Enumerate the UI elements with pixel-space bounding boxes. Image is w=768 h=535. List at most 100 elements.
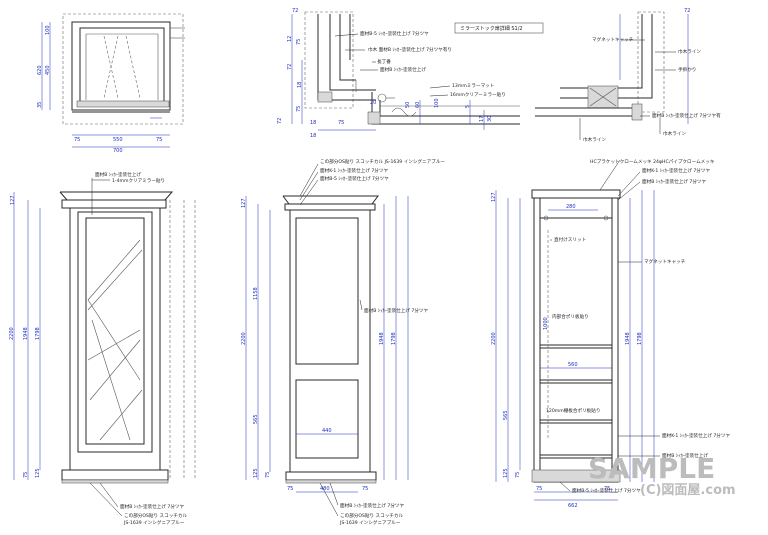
panel-dim: 480 [320, 486, 330, 492]
front-dim: 1948 [23, 327, 29, 340]
plan-dim: 35 [37, 102, 43, 108]
section-note: 長丁番 [377, 58, 391, 65]
front-note: JS-1639 インシグニアブルー [123, 519, 185, 526]
section-dim: 60 [415, 102, 421, 108]
section-dim: 100 [434, 98, 440, 108]
interior-dim: 75 [515, 472, 521, 478]
plan-dim: 550 [113, 137, 123, 143]
interior-note: マグネットキャッチ [644, 258, 686, 265]
panel-dim: 440 [322, 428, 332, 434]
panel-dim: 125 [253, 468, 259, 478]
section-note: 13mmミラーマット [452, 83, 494, 89]
panel-note: 面材B-5 ｼｯｶｰ塗装仕上げ 7分ツヤ [320, 175, 389, 182]
interior-dim: 1798 [637, 332, 643, 345]
interior-dim: 662 [568, 503, 578, 509]
panel-dim: 2200 [241, 332, 247, 345]
panel-dim: 75 [287, 486, 293, 492]
front-dim: 1798 [35, 327, 41, 340]
front-note: この部分OS貼り スコッチカル [124, 512, 188, 519]
panel-door-elevation: 127 1798 1948 2200 1158 565 125 75 440 7… [241, 158, 445, 526]
interior-dim: 560 [568, 362, 578, 368]
section-detail-left: 72 12 72 18 75 75 20 60 5 17 30 18 75 72… [277, 8, 544, 139]
front-note: 面材B ｼｯｶｰ塗装仕上げ [95, 171, 141, 178]
section-dim: 18 [297, 82, 303, 88]
section-dim: 12 [287, 36, 293, 42]
interior-dim: 75 [536, 486, 542, 492]
plan-dim: 700 [113, 148, 123, 154]
interior-dim: 75 [604, 486, 610, 492]
section-dim: 18 [310, 120, 316, 126]
section-note: 手掛かり [678, 66, 696, 73]
front-elevation-mirror: 127 1798 1948 2200 125 75 面材B ｼｯｶｰ塗装仕上げ … [9, 171, 196, 526]
interior-note: 面材B ｼｯｶｰ塗装仕上げ [662, 452, 708, 459]
interior-dim: 127 [491, 192, 497, 202]
interior-note: 面材K-1 ｼｯｶｰ塗装仕上げ 7分ツヤ [642, 167, 710, 174]
section-dim: 30 [487, 116, 493, 122]
interior-dim: 1948 [625, 332, 631, 345]
section-dim: 75 [296, 39, 302, 45]
panel-dim: 75 [362, 486, 368, 492]
plan-dim: 75 [156, 137, 162, 143]
panel-dim: 75 [265, 472, 271, 478]
section-dim: 72 [292, 8, 298, 14]
section-note: 巾木ライン [678, 48, 701, 55]
section-note: 面材B ｼｯｶｰ塗装仕上げ 7分ツヤ有 [652, 112, 721, 119]
interior-note: 120mm棚板合ポリ板貼り [546, 407, 600, 414]
interior-dim: 565 [503, 410, 509, 420]
section-dim: 75 [338, 120, 344, 126]
panel-dim: 1158 [253, 287, 259, 300]
plan-dim: 450 [45, 65, 51, 75]
section-note: 16mmクリアーミラー貼り [450, 91, 506, 98]
plan-view: 100 620 450 35 550 700 75 75 [37, 13, 185, 154]
section-note: 面材B-5 ｼｯｶｰ塗装仕上げ 7分ツヤ [360, 30, 429, 37]
section-dim: 18 [310, 133, 316, 139]
panel-note: 面材K-1 ｼｯｶｰ塗装仕上げ 7分ツヤ [320, 167, 388, 174]
panel-dim: 565 [253, 414, 259, 424]
copyright-watermark: (C)図面屋.com [640, 483, 736, 498]
interior-note: 内部合ポリ板貼り [552, 313, 589, 320]
interior-dim: 1000 [543, 317, 549, 330]
section-note: 巾木ライン [663, 130, 686, 137]
section-note: 巾木 面材B ｼｯｶｰ塗装仕上げ 7分ツヤ有り [368, 46, 452, 53]
panel-dim: 1798 [391, 332, 397, 345]
interior-dim: 125 [503, 468, 509, 478]
section-dim: 72 [684, 8, 690, 14]
panel-note: 面材B ｼｯｶｰ塗装仕上げ 7分ツヤ [340, 502, 405, 509]
section-dim: 17 [479, 116, 485, 122]
interior-note: 直付けスリット [554, 236, 586, 243]
front-dim: 127 [10, 195, 16, 205]
front-dim: 75 [23, 472, 29, 478]
panel-note: この部分OS貼り スコッチカル JS-1639 インシグニアブルー [320, 158, 445, 165]
front-dim: 125 [35, 468, 41, 478]
section-dim: 72 [277, 118, 283, 124]
sample-watermark: SAMPLE [588, 452, 715, 485]
section-dim: 50 [405, 102, 411, 108]
section-note: 巾木ライン [583, 136, 606, 143]
interior-note: HCブラケットクロームメッキ 24φHCパイプクロームメッキ [590, 158, 715, 165]
panel-dim: 1948 [379, 332, 385, 345]
interior-note: 面材B ｼｯｶｰ塗装仕上げ 7分ツヤ [642, 178, 707, 185]
panel-note: 面材B ｼｯｶｰ塗装仕上げ 7分ツヤ [364, 307, 429, 314]
section-dim: 20 [370, 100, 376, 106]
drawing-title: ミラーストック扉詳細 S1/2 [460, 25, 523, 32]
interior-note: 面材K-1 ｼｯｶｰ塗装仕上げ 7分ツヤ [662, 432, 730, 439]
section-note: マグネットキャッチ [592, 36, 634, 43]
section-dim: 5 [465, 105, 471, 108]
section-note: 面材B ｼｯｶｰ塗装仕上げ [380, 66, 426, 73]
plan-dim: 620 [37, 65, 43, 75]
section-dim: 72 [287, 64, 293, 70]
interior-dim: 2200 [491, 332, 497, 345]
panel-note: この部分OS貼り スコッチカル [340, 512, 404, 519]
section-detail-right: 72 マグネットキャッチ 巾木ライン 手掛かり 巾木ライン 巾木ライン 面材B … [535, 8, 721, 143]
interior-note: 面材B-5 ｼｯｶｰ塗装仕上げ 7分ツヤ [572, 487, 641, 494]
interior-dim: 280 [566, 204, 576, 210]
panel-note: JS-1639 インシグニアブルー [339, 519, 401, 526]
panel-dim: 127 [241, 198, 247, 208]
front-note: 面材B ｼｯｶｰ塗装仕上げ 7分ツヤ [120, 503, 185, 510]
plan-dim: 100 [45, 25, 51, 35]
interior-elevation: 127 1798 1948 2200 1000 565 125 75 280 5… [491, 158, 730, 509]
section-dim: 75 [296, 106, 302, 112]
front-note: 1-4mmクリアミラー貼り [112, 177, 165, 184]
front-dim: 2200 [9, 327, 15, 340]
